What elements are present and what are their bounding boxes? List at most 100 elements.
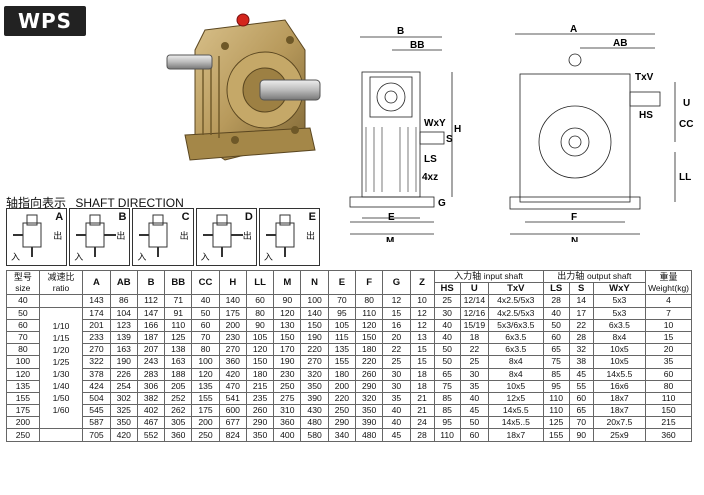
cell-dim-bb: 205 [164,379,193,393]
cell-input-txv: 4x2.5/5x3 [488,306,544,320]
header-dim-e: E [327,269,357,296]
cell-output-s: 32 [568,343,594,357]
cell-size: 60 [6,318,40,332]
cell-output-ls: 60 [542,330,570,345]
header-output-shaft: 出力轴 output shaft [542,269,647,284]
cell-output-s: 22 [568,318,594,332]
cell-dim-a: 587 [82,416,111,430]
shaft-direction-title: 轴指向表示 SHAFT DIRECTION [6,194,184,211]
cell-dim-e: 105 [327,318,357,332]
cell-dim-ll: 215 [245,379,275,393]
ratio-value: 1/40 [52,381,70,391]
cell-dim-a: 705 [82,428,111,442]
cell-output-s: 14 [568,294,594,308]
cell-dim-bb: 188 [164,367,193,381]
cell-dim-g: 12 [382,294,411,308]
cell-dim-e: 250 [327,404,357,418]
cell-output-s: 45 [568,367,594,381]
dim-ls: LS [424,154,437,165]
cell-dim-h: 600 [218,404,247,418]
cell-input-hs: 40 [433,330,461,345]
dim-ab: AB [613,38,627,49]
cell-dim-ab: 86 [109,294,138,308]
cell-dim-f: 260 [354,367,384,381]
cell-input-txv: 5x3/6x3.5 [488,318,544,332]
shaft-panel-in-label: 入 [11,252,21,262]
cell-input-hs: 30 [433,306,461,320]
dim-hs: HS [639,110,653,121]
cell-size: 100 [6,355,40,369]
header-dim-h: H [218,269,247,296]
header-input-txv: TxV [488,282,544,296]
cell-dim-e: 340 [327,428,357,442]
cell-output-s: 65 [568,404,594,418]
cell-dim-n: 190 [300,330,329,345]
cell-input-txv: 8x4 [488,367,544,381]
cell-output-ls: 75 [542,355,570,369]
cell-input-hs: 50 [433,355,461,369]
cell-output-ls: 110 [542,404,570,418]
cell-dim-m: 170 [273,343,302,357]
header-dim-m: M [273,269,302,296]
cell-output-wxy: 20x7.5 [592,416,647,430]
header-dim-z: Z [409,269,435,296]
cell-size: 80 [6,343,40,357]
cell-dim-h: 140 [218,294,247,308]
cell-output-s: 28 [568,330,594,345]
cell-size: 155 [6,391,40,406]
cell-size: 50 [6,306,40,320]
cell-output-wxy: 14x5.5 [592,367,647,381]
cell-output-ls: 95 [542,379,570,393]
cell-output-wxy: 5x3 [592,294,647,308]
cell-dim-b: 112 [136,294,166,308]
cell-dim-g: 20 [382,330,411,345]
cell-dim-m: 190 [273,355,302,369]
cell-dim-n: 480 [300,416,329,430]
dim-f: F [571,212,577,223]
cell-dim-z: 12 [409,318,435,332]
cell-dim-e: 180 [327,367,357,381]
cell-dim-g: 30 [382,367,411,381]
cell-dim-g: 40 [382,404,411,418]
cell-dim-cc: 120 [191,367,220,381]
cell-input-txv: 6x3.5 [488,343,544,357]
cell-weight: 7 [645,306,692,320]
cell-input-u: 60 [459,428,490,442]
cell-dim-f: 350 [354,404,384,418]
dim-s: S [446,134,453,145]
cell-dim-z: 15 [409,355,435,369]
header-output-s: S [568,282,594,296]
dim-n: N [571,236,578,242]
cell-dim-g: 35 [382,391,411,406]
cell-dim-bb: 252 [164,391,193,406]
cell-output-wxy: 10x5 [592,343,647,357]
cell-input-hs: 25 [433,294,461,308]
shaft-panel-in-label: 入 [200,252,210,262]
cell-dim-cc: 60 [191,318,220,332]
cell-dim-z: 28 [409,428,435,442]
cell-dim-ll: 60 [245,294,275,308]
cell-dim-m: 275 [273,391,302,406]
cell-weight: 80 [645,379,692,393]
cell-dim-ab: 104 [109,306,138,320]
cell-output-ls: 155 [542,428,570,442]
cell-size: 175 [6,404,40,418]
ratio-value: 1/25 [52,357,70,367]
header-dim-n: N [300,269,329,296]
cell-input-hs: 95 [433,416,461,430]
cell-input-hs: 65 [433,367,461,381]
cell-weight: 4 [645,294,692,308]
cell-dim-z: 21 [409,404,435,418]
shaft-panel-letter: B [118,211,127,223]
cell-dim-b: 243 [136,355,166,369]
header-dim-ab: AB [109,269,138,296]
cell-dim-ab: 325 [109,404,138,418]
shaft-panel-out-label: 出 [179,231,189,241]
cell-dim-m: 230 [273,367,302,381]
cell-dim-e: 115 [327,330,357,345]
ratio-value: 1/30 [52,369,70,379]
